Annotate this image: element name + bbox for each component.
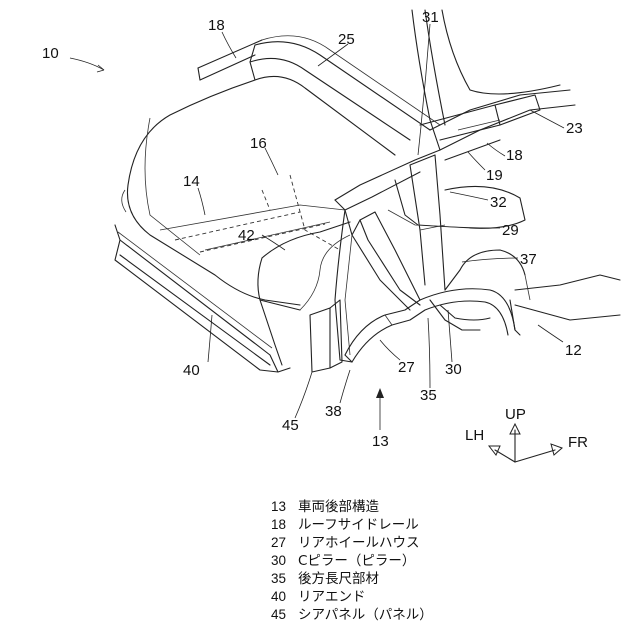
ref-numeral: 27 [398,359,415,376]
legend-item: 30 Cピラー（ピラー） [262,552,512,570]
ref-numeral: 16 [250,135,267,152]
legend-item: 45 シアパネル（パネル） [262,606,512,624]
up-label: UP [505,406,526,423]
lh-label: LH [465,427,484,444]
leader-lines [70,24,564,430]
ref-numeral: 35 [420,387,437,404]
ref-numeral: 30 [445,361,462,378]
legend-name: ルーフサイドレール [298,516,419,534]
ref-numeral: 13 [372,433,389,450]
ref-numeral: 12 [565,342,582,359]
legend-number: 40 [262,588,286,606]
legend-item: 13 車両後部構造 [262,498,512,516]
ref-numeral: 40 [183,362,200,379]
reference-legend: 13 車両後部構造 18 ルーフサイドレール 27 リアホイールハウス 30 C… [262,498,512,624]
legend-name: シアパネル（パネル） [298,606,433,624]
rear-body-outline [115,10,620,372]
legend-number: 30 [262,552,286,570]
legend-item: 18 ルーフサイドレール [262,516,512,534]
legend-name: 車両後部構造 [298,498,379,516]
ref-numeral: 25 [338,31,355,48]
legend-number: 45 [262,606,286,624]
legend-number: 35 [262,570,286,588]
legend-item: 35 後方長尺部材 [262,570,512,588]
ref-numeral: 31 [422,9,439,26]
ref-numeral: 32 [490,194,507,211]
legend-number: 13 [262,498,286,516]
ref-numeral: 42 [238,227,255,244]
legend-item: 40 リアエンド [262,588,512,606]
ref-numeral: 10 [42,45,59,62]
legend-number: 18 [262,516,286,534]
legend-name: 後方長尺部材 [298,570,379,588]
legend-number: 27 [262,534,286,552]
ref-numeral: 23 [566,120,583,137]
legend-name: Cピラー（ピラー） [298,552,415,570]
ref-numeral: 19 [486,167,503,184]
ref-numeral: 18 [506,147,523,164]
legend-item: 27 リアホイールハウス [262,534,512,552]
ref-numeral: 45 [282,417,299,434]
lh-arrow-icon [495,450,515,462]
fr-arrow-icon [515,450,555,462]
direction-indicator: UP LH FR [465,406,588,462]
legend-name: リアエンド [298,588,366,606]
ref-numeral: 14 [183,173,200,190]
ref-numeral: 37 [520,251,537,268]
ref-numeral: 18 [208,17,225,34]
legend-name: リアホイールハウス [298,534,420,552]
ref-numeral: 38 [325,403,342,420]
fr-label: FR [568,434,588,451]
ref-numeral: 29 [502,222,519,239]
